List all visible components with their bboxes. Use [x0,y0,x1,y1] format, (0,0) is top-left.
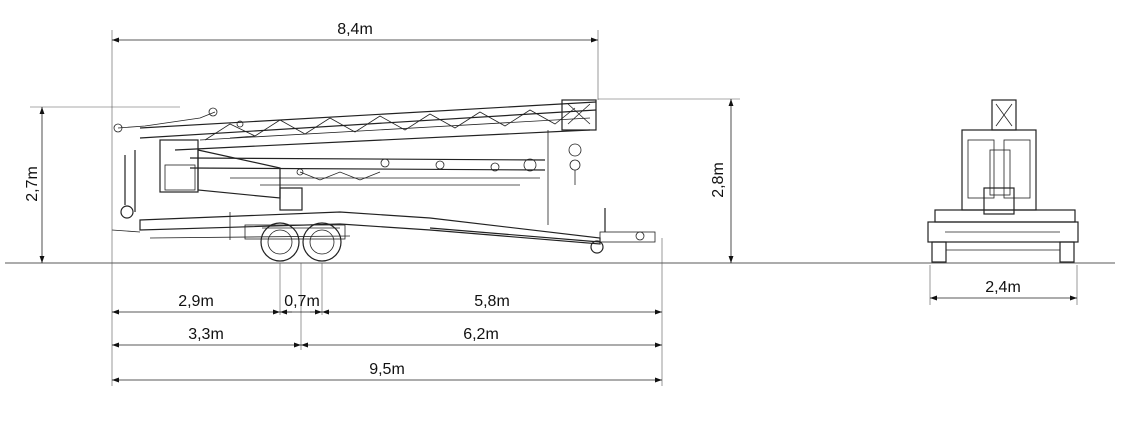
crane-side-view [111,99,656,262]
dim-label-rear-to-axle: 3,3m [188,326,224,343]
dim-label-width: 2,4m [985,279,1021,296]
dim-label-rear-overhang: 2,9m [178,293,214,310]
dim-label-front-section: 5,8m [474,293,510,310]
dim-label-side-height: 2,7m [24,166,41,202]
dim-label-boom-length: 8,4m [337,21,373,38]
dim-label-axle-spacing: 0,7m [284,293,320,310]
dim-label-total-height: 2,8m [710,162,727,198]
extension-lines [30,30,1078,386]
dim-label-total-length: 9,5m [369,361,405,378]
crane-front-view [927,99,1079,263]
dim-label-axle-to-front: 6,2m [463,326,499,343]
